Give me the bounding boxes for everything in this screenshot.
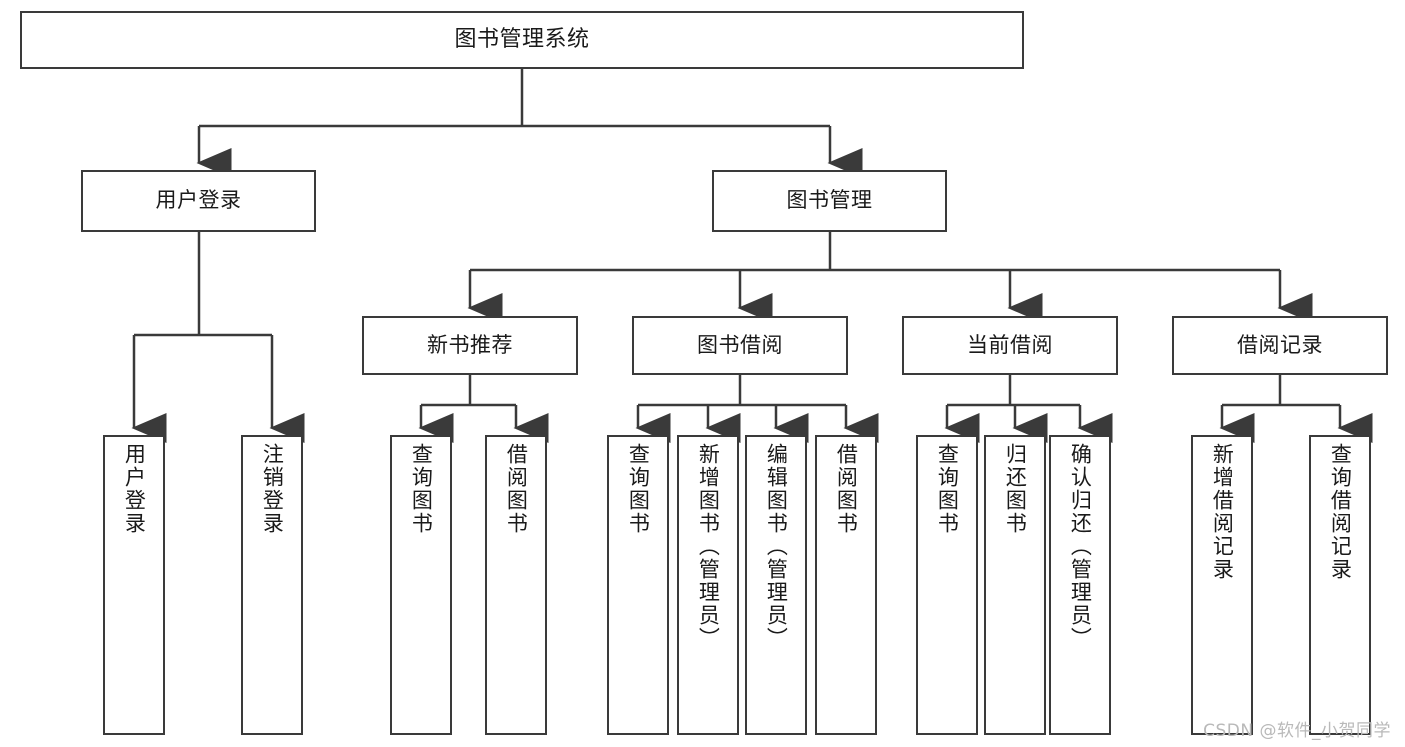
node-leaf-user-login[interactable]: 用户登录 (103, 435, 165, 735)
node-leaf-add-record[interactable]: 新增借阅记录 (1191, 435, 1253, 735)
node-leaf-query-book-borrow-label: 查询图书 (626, 443, 651, 535)
node-leaf-confirm-return[interactable]: 确认归还（管理员） (1049, 435, 1111, 735)
node-new-book-recommend-label: 新书推荐 (427, 332, 513, 357)
node-leaf-edit-book-label: 编辑图书（管理员） (764, 443, 789, 650)
node-leaf-borrow-book[interactable]: 借阅图书 (815, 435, 877, 735)
node-leaf-query-record[interactable]: 查询借阅记录 (1309, 435, 1371, 735)
node-leaf-add-record-label: 新增借阅记录 (1210, 443, 1235, 581)
node-book-borrow[interactable]: 图书借阅 (632, 316, 848, 375)
node-user-login[interactable]: 用户登录 (81, 170, 316, 232)
node-leaf-return-book-label: 归还图书 (1003, 443, 1028, 535)
node-leaf-query-book-rec-label: 查询图书 (409, 443, 434, 535)
node-leaf-add-book[interactable]: 新增图书（管理员） (677, 435, 739, 735)
node-current-borrow-label: 当前借阅 (967, 332, 1053, 357)
node-leaf-user-logout[interactable]: 注销登录 (241, 435, 303, 735)
node-leaf-return-book[interactable]: 归还图书 (984, 435, 1046, 735)
node-book-management-label: 图书管理 (786, 188, 873, 213)
node-leaf-query-record-label: 查询借阅记录 (1328, 443, 1353, 581)
node-leaf-confirm-return-label: 确认归还（管理员） (1068, 443, 1093, 650)
node-root-label: 图书管理系统 (454, 26, 590, 52)
node-leaf-borrow-book-rec[interactable]: 借阅图书 (485, 435, 547, 735)
node-leaf-add-book-label: 新增图书（管理员） (696, 443, 721, 650)
node-user-login-label: 用户登录 (155, 188, 242, 213)
node-leaf-user-login-label: 用户登录 (122, 443, 147, 535)
node-leaf-query-book-current[interactable]: 查询图书 (916, 435, 978, 735)
node-book-borrow-label: 图书借阅 (697, 332, 783, 357)
node-borrow-record[interactable]: 借阅记录 (1172, 316, 1388, 375)
node-leaf-borrow-book-label: 借阅图书 (834, 443, 859, 535)
node-leaf-edit-book[interactable]: 编辑图书（管理员） (745, 435, 807, 735)
node-root[interactable]: 图书管理系统 (20, 11, 1024, 69)
node-leaf-query-book-borrow[interactable]: 查询图书 (607, 435, 669, 735)
node-current-borrow[interactable]: 当前借阅 (902, 316, 1118, 375)
node-leaf-borrow-book-rec-label: 借阅图书 (504, 443, 529, 535)
node-borrow-record-label: 借阅记录 (1237, 332, 1323, 357)
node-book-management[interactable]: 图书管理 (712, 170, 947, 232)
node-leaf-query-book-current-label: 查询图书 (935, 443, 960, 535)
node-leaf-query-book-rec[interactable]: 查询图书 (390, 435, 452, 735)
watermark: CSDN @软件_小贺同学 (1203, 721, 1391, 741)
node-new-book-recommend[interactable]: 新书推荐 (362, 316, 578, 375)
node-leaf-user-logout-label: 注销登录 (260, 443, 285, 535)
